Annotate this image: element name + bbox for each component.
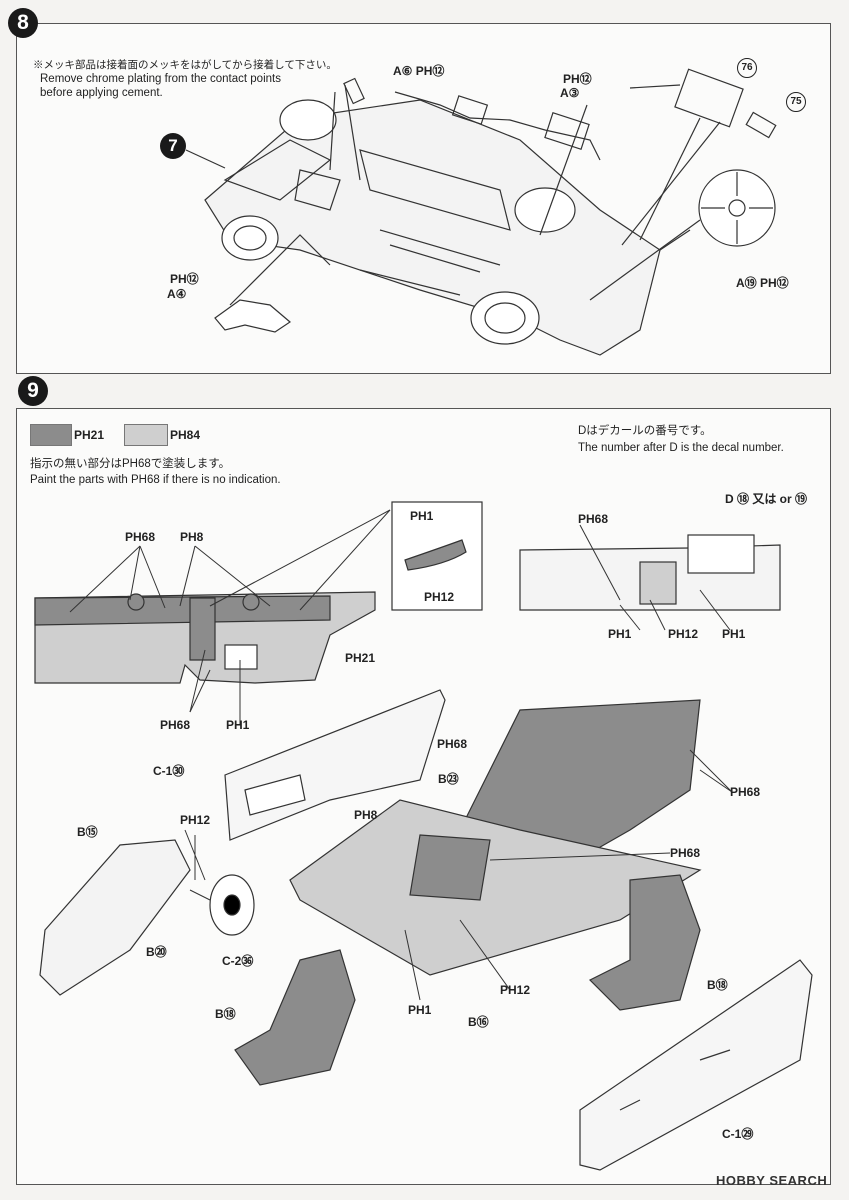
swatch-light-label: PH84 — [170, 428, 201, 442]
chrome-note-ja: ※メッキ部品は接着面のメッキをはがしてから接着して下さい。 — [33, 59, 337, 71]
door-ph68: PH68 — [125, 530, 156, 544]
rear-seat-ph68: PH68 — [730, 785, 761, 799]
floor-ph68: PH68 — [670, 846, 701, 860]
inset-ph1: PH1 — [410, 509, 434, 523]
label-ph12-floor: PH12 — [500, 983, 531, 997]
label-b20: B⑳ — [146, 945, 167, 959]
decal-note-en: The number after D is the decal number. — [578, 442, 784, 454]
dash-ph1a: PH1 — [608, 627, 632, 641]
swatch-light-gray — [124, 424, 168, 446]
label-b18-left: B⑱ — [215, 1007, 236, 1021]
callout-a3-paint: PH⑫ — [563, 72, 592, 86]
paint-note-ja: 指示の無い部分はPH68で塗装します。 — [30, 458, 231, 470]
door-ph68b: PH68 — [160, 718, 191, 732]
label-b16: B⑯ — [468, 1015, 489, 1029]
label-c1-30: C-1㉚ — [153, 764, 185, 778]
label-b18-right: B⑱ — [707, 978, 728, 992]
callout-a4: A④ — [167, 287, 187, 301]
door-ph1: PH1 — [226, 718, 250, 732]
callout-a4-paint: PH⑫ — [170, 272, 199, 286]
label-b15: B⑮ — [77, 825, 98, 839]
chrome-note-en-2: before applying cement. — [40, 87, 163, 99]
substep7-badge: 7 — [160, 133, 186, 159]
step9-badge: 9 — [18, 376, 48, 406]
dash-ph12: PH12 — [668, 627, 699, 641]
inset-ph12: PH12 — [424, 590, 455, 604]
dash-ph1b: PH1 — [722, 627, 746, 641]
decal-note-ja: Dはデカールの番号です。 — [578, 425, 712, 437]
label-b23: B㉓ — [438, 772, 459, 786]
callout-a3: A③ — [560, 86, 580, 100]
swatch-dark-label: PH21 — [74, 428, 105, 442]
label-ph1-floor: PH1 — [408, 1003, 432, 1017]
callout-75: 75 — [786, 92, 806, 112]
label-c1-29: C-1㉙ — [722, 1127, 754, 1141]
label-ph12-a: PH12 — [180, 813, 211, 827]
door-ph21: PH21 — [345, 651, 376, 665]
callout-76: 76 — [737, 58, 757, 78]
callout-a79: A⑲ PH⑫ — [736, 276, 789, 290]
label-c2-36: C-2㊱ — [222, 954, 254, 968]
dash-ph68: PH68 — [578, 512, 609, 526]
swatch-dark-gray — [30, 424, 72, 446]
shift-ph68: PH68 — [437, 737, 468, 751]
chrome-note-en-1: Remove chrome plating from the contact p… — [40, 73, 281, 85]
step8-badge: 8 — [8, 8, 38, 38]
decal-choice: D ⑱ 又は or ⑲ — [725, 492, 808, 506]
door-ph8: PH8 — [180, 530, 204, 544]
callout-a6: A⑥ PH⑫ — [393, 64, 445, 78]
paint-note-en: Paint the parts with PH68 if there is no… — [30, 474, 281, 486]
label-ph8: PH8 — [354, 808, 378, 822]
hobby-search-watermark: HOBBY SEARCH — [716, 1173, 828, 1188]
